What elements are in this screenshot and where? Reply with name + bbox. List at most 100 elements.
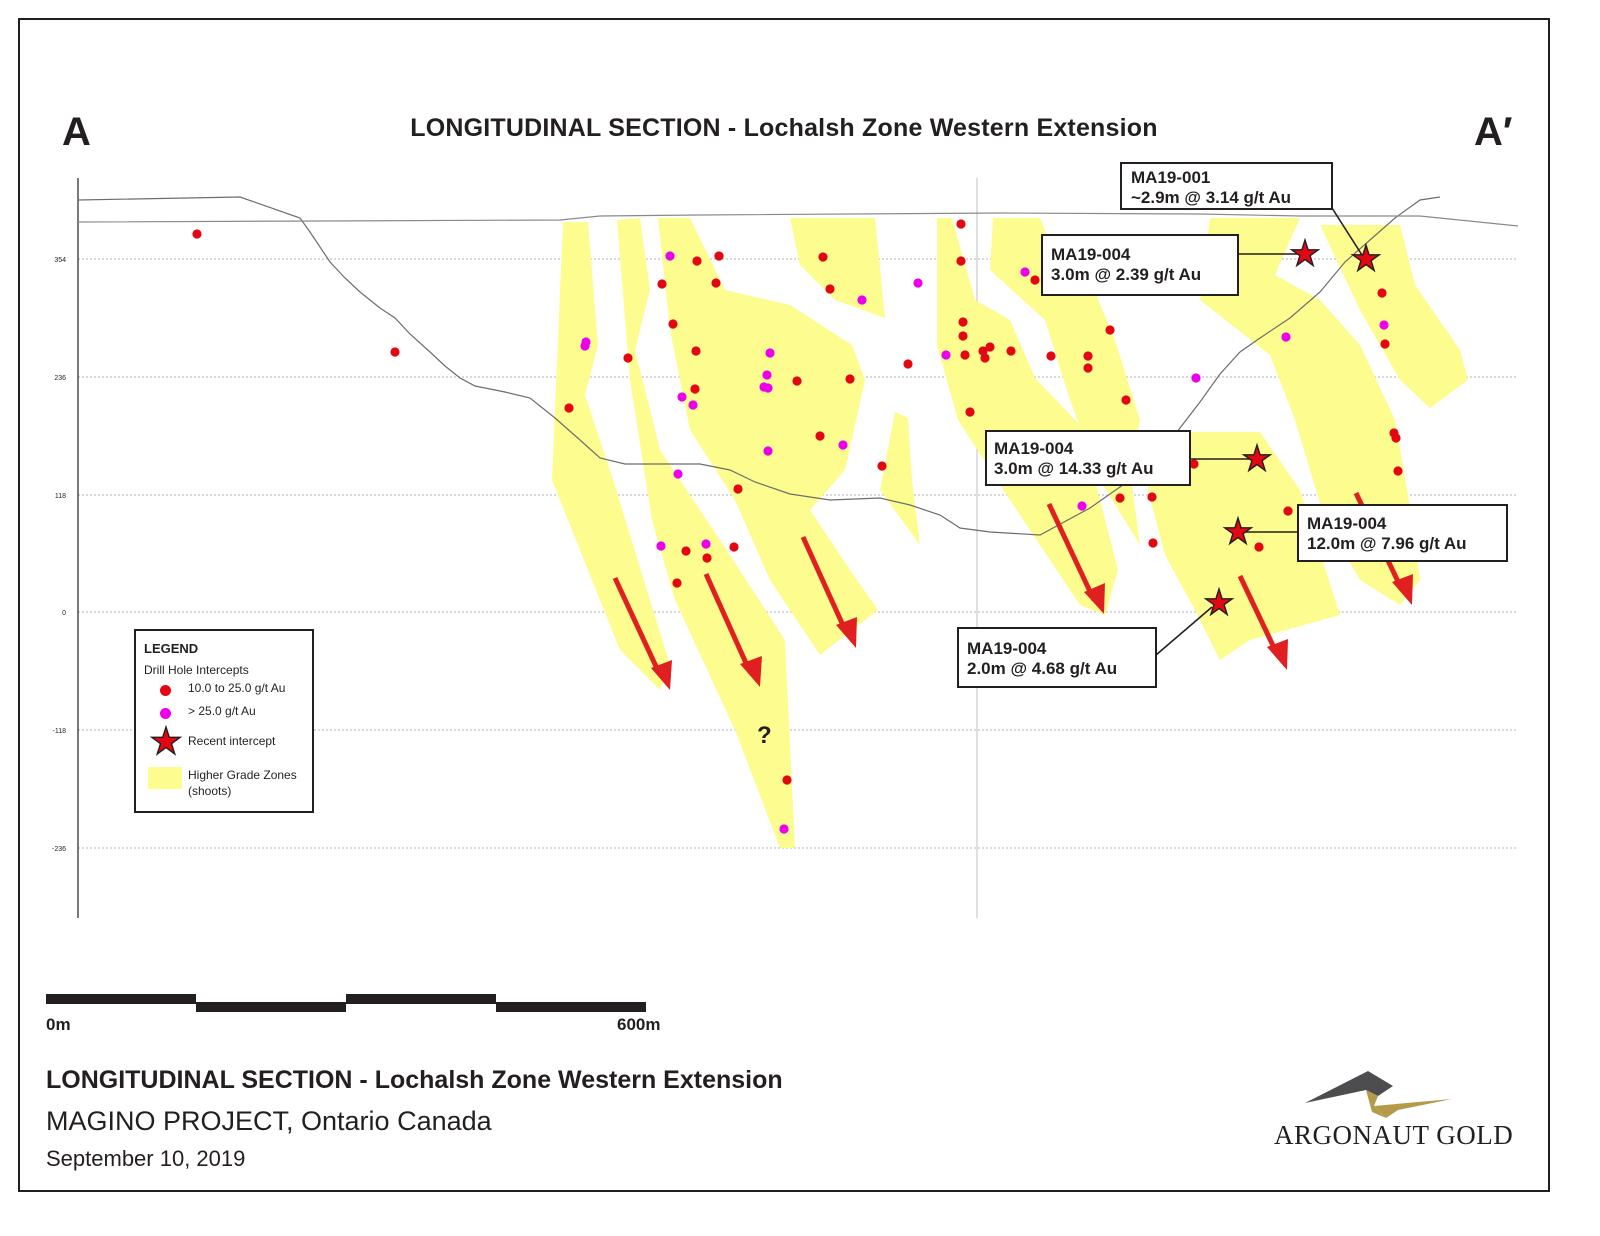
high-intercept-point — [580, 341, 590, 351]
intercept-point — [1083, 363, 1093, 373]
high-intercept-point — [1379, 320, 1389, 330]
high-intercept-point — [677, 392, 687, 402]
recent-intercept-star — [1350, 242, 1382, 273]
high-intercept-point — [1191, 373, 1201, 383]
callout-ma19-001: MA19-001 ~2.9m @ 3.14 g/t Au — [1120, 162, 1333, 210]
intercept-point — [1083, 351, 1093, 361]
intercept-point — [825, 284, 835, 294]
intercept-point — [692, 256, 702, 266]
intercept-point — [691, 346, 701, 356]
callout-result: 3.0m @ 2.39 g/t Au — [1051, 265, 1201, 284]
intercept-point — [956, 219, 966, 229]
intercepts-over-25 — [580, 251, 1389, 834]
high-intercept-point — [763, 446, 773, 456]
high-intercept-point — [913, 278, 923, 288]
high-intercept-point — [857, 295, 867, 305]
intercept-point — [711, 278, 721, 288]
callout-result: ~2.9m @ 3.14 g/t Au — [1131, 188, 1291, 207]
high-intercept-point — [656, 541, 666, 551]
intercept-point — [729, 542, 739, 552]
topography-lines — [77, 196, 1519, 536]
intercept-point — [818, 252, 828, 262]
surface-line — [77, 196, 1441, 536]
unknown-extent-marker: ? — [757, 722, 772, 749]
high-intercept-point — [762, 370, 772, 380]
callout-leaders — [1155, 207, 1363, 656]
callout-hole: MA19-001 — [1131, 168, 1210, 187]
high-intercept-point — [688, 400, 698, 410]
legend-item-label: 10.0 to 25.0 g/t Au — [188, 681, 286, 695]
high-intercept-point — [765, 348, 775, 358]
intercept-point — [672, 578, 682, 588]
scale-bar — [46, 994, 646, 1012]
map-title: LONGITUDINAL SECTION - Lochalsh Zone Wes… — [410, 114, 1158, 142]
intercept-point — [1377, 288, 1387, 298]
footer-title: LONGITUDINAL SECTION - Lochalsh Zone Wes… — [46, 1066, 783, 1094]
callout-hole: MA19-004 — [994, 439, 1074, 458]
recent-intercept-star — [1241, 442, 1273, 473]
intercept-point — [877, 461, 887, 471]
grade-zone — [1148, 432, 1340, 660]
intercept-point — [960, 350, 970, 360]
legend-star-icon — [150, 725, 182, 756]
legend-item-label: Higher Grade Zones (shoots) — [188, 768, 297, 798]
intercept-point — [845, 374, 855, 384]
high-intercept-point — [763, 383, 773, 393]
callout-ma19-004-a: MA19-004 3.0m @ 2.39 g/t Au — [1041, 234, 1239, 296]
legend-title: LEGEND — [144, 641, 199, 656]
elevation-tick-neg236: -236 — [52, 846, 66, 853]
grade-zone — [617, 218, 795, 848]
grade-zone — [790, 218, 885, 318]
intercept-point — [1189, 459, 1199, 469]
intercept-point — [1391, 433, 1401, 443]
elevation-tick-118: 118 — [55, 493, 66, 500]
plunge-arrow — [703, 572, 762, 687]
legend: LEGEND Drill Hole Intercepts 10.0 to 25.… — [134, 629, 314, 813]
intercept-point — [1030, 275, 1040, 285]
intercept-point — [1380, 339, 1390, 349]
legend-item-label: > 25.0 g/t Au — [188, 704, 256, 718]
intercept-point — [1148, 538, 1158, 548]
map-frame — [18, 18, 1550, 1192]
legend-item-label: Recent intercept — [188, 734, 276, 748]
callout-hole: MA19-004 — [967, 639, 1047, 658]
overburden-line — [77, 212, 1519, 227]
high-intercept-point — [701, 539, 711, 549]
section-end-label: A′ — [1474, 110, 1513, 154]
legend-red-dot-icon — [160, 685, 171, 696]
intercept-point — [1046, 351, 1056, 361]
intercept-point — [623, 353, 633, 363]
high-intercept-point — [941, 350, 951, 360]
intercept-point — [978, 346, 988, 356]
high-intercept-point — [673, 469, 683, 479]
intercept-point — [1121, 395, 1131, 405]
intercept-point — [1115, 493, 1125, 503]
grade-zone — [658, 218, 878, 655]
argonaut-gold-logo-mark — [1305, 1071, 1452, 1118]
grade-zone — [880, 412, 920, 545]
grade-zone — [937, 218, 1118, 615]
intercept-point — [815, 431, 825, 441]
callout-result: 12.0m @ 7.96 g/t Au — [1307, 534, 1467, 553]
callout-boxes: MA19-001 ~2.9m @ 3.14 g/t Au MA19-004 3.… — [957, 162, 1508, 688]
intercept-point — [657, 279, 667, 289]
plunge-arrow — [1046, 502, 1105, 614]
argonaut-gold-logo-text: ARGONAUT GOLD — [1274, 1120, 1514, 1150]
legend-zone-swatch — [148, 767, 182, 789]
elevation-tick-neg118: -118 — [53, 728, 67, 735]
plunge-arrow — [612, 576, 672, 690]
high-intercept-point — [1281, 332, 1291, 342]
intercept-point — [958, 317, 968, 327]
intercept-point — [733, 484, 743, 494]
elevation-tick-354: 354 — [54, 257, 66, 264]
callout-hole: MA19-004 — [1307, 514, 1387, 533]
intercept-point — [956, 256, 966, 266]
section-start-label: A — [62, 110, 91, 154]
scale-end-label: 600m — [617, 1015, 661, 1034]
intercept-point — [985, 342, 995, 352]
intercept-point — [714, 251, 724, 261]
intercept-point — [1283, 506, 1293, 516]
intercept-point — [1006, 346, 1016, 356]
intercept-point — [668, 319, 678, 329]
intercept-point — [965, 407, 975, 417]
